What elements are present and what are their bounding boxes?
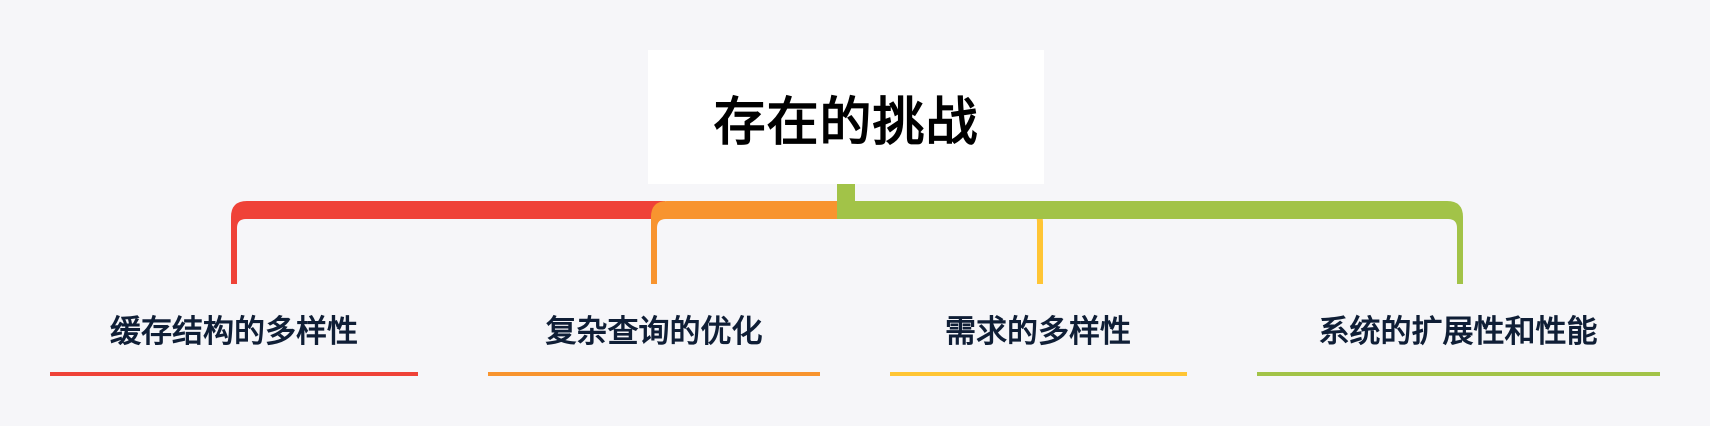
connector-green: [837, 201, 1463, 284]
connector-yellow: [1029, 209, 1043, 284]
connector-stem: [837, 184, 855, 202]
connector-orange-branch: [651, 201, 837, 284]
branch-label-scalability: 系统的扩展性和性能: [1318, 314, 1598, 350]
branch-label-query-optimization: 复杂查询的优化: [545, 314, 763, 350]
branch-label-cache-structure: 缓存结构的多样性: [110, 314, 358, 350]
underline-orange: [488, 372, 820, 376]
underline-yellow: [890, 372, 1187, 376]
branch-label-requirement-diversity: 需求的多样性: [945, 314, 1131, 350]
connector-red-branch: [231, 201, 665, 284]
root-node: 存在的挑战: [648, 50, 1044, 184]
underline-red: [50, 372, 418, 376]
underline-green: [1257, 372, 1660, 376]
root-title: 存在的挑战: [713, 92, 979, 153]
